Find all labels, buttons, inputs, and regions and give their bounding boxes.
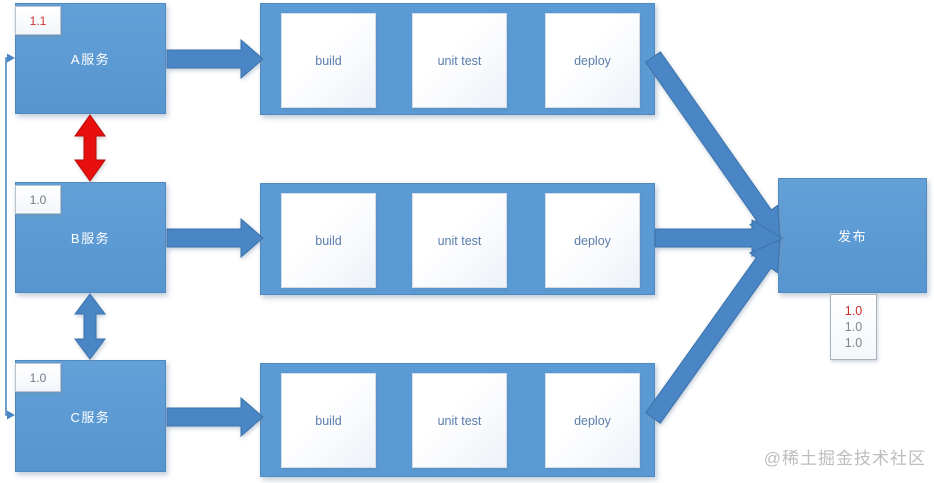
- sync-arrow-a-b: [74, 114, 106, 182]
- version-badge-b: 1.0: [15, 185, 61, 214]
- stage-unit-test-a: unit test: [412, 13, 507, 108]
- release-version-entry: 1.0: [844, 336, 863, 350]
- flow-arrow-b-to-pipeline: [166, 217, 264, 259]
- version-badge-c: 1.0: [15, 363, 61, 392]
- left-loop-arrowhead-bottom: [7, 410, 15, 420]
- release-label: 发布: [837, 229, 867, 244]
- stage-build-a: build: [281, 13, 376, 108]
- pipeline-container-a: build unit test deploy: [260, 3, 655, 115]
- watermark: @稀土掘金技术社区: [763, 449, 926, 468]
- stage-label: unit test: [437, 53, 482, 68]
- stage-label: deploy: [574, 53, 611, 68]
- pipeline-container-b: build unit test deploy: [260, 183, 655, 295]
- stage-build-c: build: [281, 373, 376, 468]
- release-version-entry: 1.0: [844, 320, 863, 334]
- stage-label: build: [315, 233, 342, 248]
- left-loop-arrowhead-top: [7, 53, 15, 63]
- stage-label: unit test: [437, 233, 482, 248]
- service-label-b: B服务: [70, 231, 111, 246]
- service-box-b: 1.0 B服务: [15, 182, 166, 293]
- version-badge-a: 1.1: [15, 6, 61, 35]
- sync-arrow-b-c: [74, 293, 106, 360]
- stage-build-b: build: [281, 193, 376, 288]
- service-box-c: 1.0 C服务: [15, 360, 166, 472]
- flow-arrow-a-to-pipeline: [166, 38, 264, 80]
- service-label-c: C服务: [70, 409, 111, 425]
- merge-arrow-a-to-release: [644, 51, 781, 239]
- service-box-a: 1.1 A服务: [15, 3, 166, 114]
- stage-deploy-b: deploy: [545, 193, 640, 288]
- merge-arrow-b-to-release: [654, 219, 783, 257]
- stage-label: deploy: [574, 413, 611, 428]
- stage-deploy-c: deploy: [545, 373, 640, 468]
- flow-arrow-c-to-pipeline: [166, 396, 264, 438]
- release-versions-panel: 1.0 1.0 1.0: [830, 294, 877, 360]
- stage-unit-test-b: unit test: [412, 193, 507, 288]
- stage-unit-test-c: unit test: [412, 373, 507, 468]
- stage-label: unit test: [437, 413, 482, 428]
- release-box: 发布: [778, 178, 927, 293]
- stage-deploy-a: deploy: [545, 13, 640, 108]
- left-loop-connector-line: [5, 57, 10, 416]
- stage-label: build: [315, 413, 342, 428]
- merge-arrow-c-to-release: [645, 239, 781, 424]
- stage-label: build: [315, 53, 342, 68]
- service-label-a: A服务: [70, 52, 111, 67]
- release-version-entry: 1.0: [844, 304, 863, 318]
- stage-label: deploy: [574, 233, 611, 248]
- pipeline-container-c: build unit test deploy: [260, 363, 655, 477]
